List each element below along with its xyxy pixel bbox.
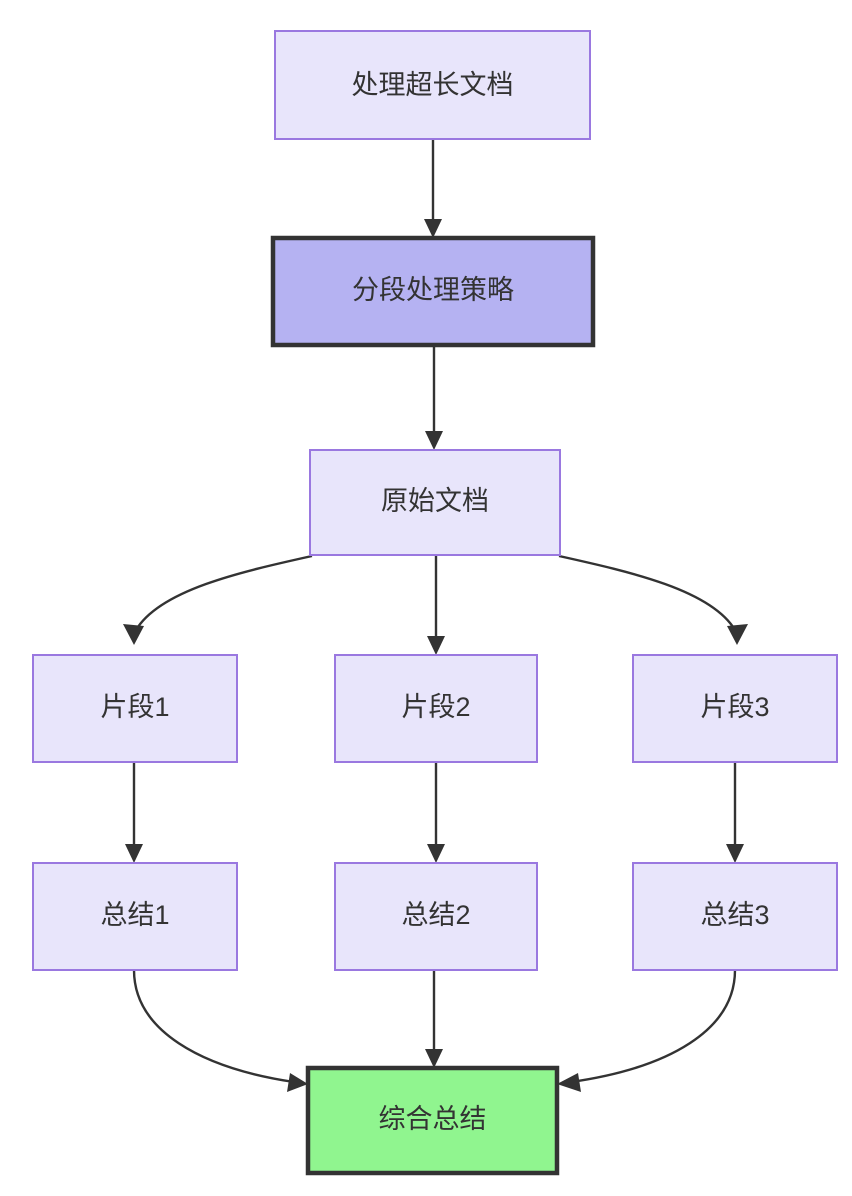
node-box[interactable] [334, 654, 538, 763]
node-process-long-document[interactable]: 处理超长文档 [274, 30, 591, 140]
node-label: 原始文档 [381, 486, 489, 516]
arrow-head-icon [425, 1049, 443, 1068]
edge-strategy-to-source [425, 345, 443, 450]
arrow-head-icon [424, 219, 442, 238]
edge-summary2-to-final [425, 970, 443, 1068]
arrow-head-icon [425, 431, 443, 450]
node-box[interactable] [632, 862, 838, 971]
node-summary-3[interactable]: 总结3 [632, 862, 838, 971]
node-label: 片段3 [700, 692, 769, 722]
node-label: 片段1 [100, 692, 169, 722]
arrow-head-icon [123, 624, 144, 645]
arrow-head-icon [726, 844, 744, 863]
arrow-head-icon [125, 844, 143, 863]
node-fragment-3[interactable]: 片段3 [632, 654, 838, 763]
arrow-head-icon [287, 1073, 308, 1092]
node-box[interactable] [274, 30, 591, 140]
edge-fragment1-to-summary1 [125, 762, 143, 863]
node-box[interactable] [632, 654, 838, 763]
node-label: 总结3 [700, 900, 769, 930]
node-label: 总结1 [100, 900, 169, 930]
node-fragment-2[interactable]: 片段2 [334, 654, 538, 763]
arrow-head-icon [557, 1073, 581, 1092]
edge-summary1-to-final [132, 969, 308, 1092]
node-box[interactable] [32, 654, 238, 763]
edge-source-to-fragment2 [427, 556, 445, 655]
node-box[interactable] [305, 1065, 560, 1176]
node-final-summary[interactable]: 综合总结 [305, 1065, 560, 1176]
arrow-head-icon [427, 844, 445, 863]
arrow-head-icon [427, 636, 445, 655]
node-source-document[interactable]: 原始文档 [309, 449, 561, 556]
node-box[interactable] [32, 862, 238, 971]
node-box[interactable] [334, 862, 538, 971]
edge-summary3-to-final [557, 969, 737, 1092]
node-chunking-strategy[interactable]: 分段处理策略 [270, 235, 596, 348]
node-summary-2[interactable]: 总结2 [334, 862, 538, 971]
node-label: 综合总结 [379, 1104, 487, 1134]
arrow-head-icon [727, 624, 748, 645]
node-label: 总结2 [401, 900, 470, 930]
node-layer: 处理超长文档 分段处理策略 原始文档 片段1 片段2 片段3 [32, 30, 838, 1176]
node-label: 片段2 [401, 692, 470, 722]
edge-fragment2-to-summary2 [427, 762, 445, 863]
node-fragment-1[interactable]: 片段1 [32, 654, 238, 763]
edge-fragment3-to-summary3 [726, 762, 744, 863]
edge-source-to-fragment1 [123, 554, 313, 645]
edge-layer [123, 139, 748, 1092]
edge-source-to-fragment3 [558, 554, 748, 645]
node-box[interactable] [270, 235, 596, 348]
node-summary-1[interactable]: 总结1 [32, 862, 238, 971]
node-box[interactable] [309, 449, 561, 556]
edge-process-to-strategy [424, 139, 442, 238]
node-label: 分段处理策略 [352, 275, 514, 305]
node-label: 处理超长文档 [352, 70, 514, 100]
